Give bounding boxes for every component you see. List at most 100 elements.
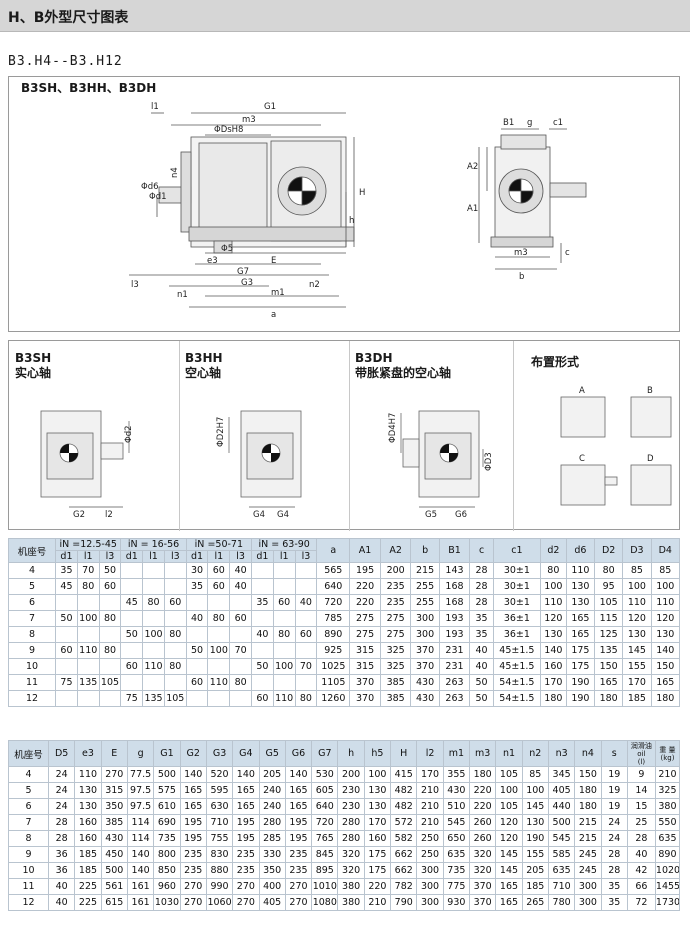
table-cell: 325 bbox=[379, 642, 412, 659]
table-cell: 40 bbox=[294, 594, 318, 611]
table-cell bbox=[55, 658, 78, 675]
table-cell: 482 bbox=[390, 782, 418, 799]
table-cell bbox=[98, 626, 122, 643]
table-cell: 635 bbox=[547, 862, 576, 879]
table-cell: 130 bbox=[74, 798, 102, 815]
table-cell: 24 bbox=[48, 782, 76, 799]
table-cell: 405 bbox=[258, 894, 286, 911]
table-cell: 28 bbox=[600, 862, 628, 879]
model-series: B3.H4--B3.H12 bbox=[8, 54, 123, 69]
table-cell: 640 bbox=[316, 578, 351, 595]
table-cell: 225 bbox=[74, 878, 102, 895]
header-line: oil bbox=[637, 749, 646, 758]
column-header: A2 bbox=[379, 538, 412, 563]
table-cell: 100 bbox=[142, 626, 165, 643]
table-cell: 640 bbox=[311, 798, 339, 815]
table-cell: 1730 bbox=[654, 894, 681, 911]
table-cell: 195 bbox=[179, 814, 207, 831]
column-header: s bbox=[600, 740, 628, 767]
table-cell: 635 bbox=[442, 846, 471, 863]
table-cell: 45±1.5 bbox=[492, 658, 541, 675]
table-cell: 114 bbox=[126, 814, 155, 831]
table-cell: 510 bbox=[442, 798, 471, 815]
front-side-drawing: l1 G1 m3 ΦDsH8 n4 Φd6 Φd1 H h Φ5 e3 E G7… bbox=[129, 102, 587, 320]
table-cell bbox=[142, 674, 165, 691]
table-cell bbox=[294, 610, 318, 627]
table-cell: 165 bbox=[565, 626, 596, 643]
table-cell: 50 bbox=[55, 610, 78, 627]
table-cell: 330 bbox=[258, 846, 286, 863]
table-cell: 545 bbox=[547, 830, 576, 847]
table-cell: 85 bbox=[521, 766, 549, 783]
table-cell: 845 bbox=[311, 846, 339, 863]
table-cell: 28 bbox=[469, 578, 494, 595]
table-cell: 370 bbox=[410, 658, 440, 675]
table-cell: 110 bbox=[76, 642, 100, 659]
variants-panel: B3SH 实心轴 B3HH 空心轴 B3DH 带胀紧盘的空心轴 布置形式 bbox=[8, 340, 680, 531]
table-cell: 190 bbox=[565, 690, 596, 707]
svg-text:l1: l1 bbox=[151, 102, 159, 112]
table-cell: 40 bbox=[469, 642, 494, 659]
table-cell: 235 bbox=[232, 862, 260, 879]
table-cell: 165 bbox=[495, 894, 523, 911]
svg-text:h: h bbox=[349, 216, 354, 226]
table-cell: 30±1 bbox=[492, 594, 541, 611]
table-cell: 275 bbox=[379, 626, 412, 643]
table-cell: 240 bbox=[258, 798, 286, 815]
table-cell: 200 bbox=[379, 562, 412, 579]
table-cell: 170 bbox=[363, 814, 392, 831]
table-cell: 70 bbox=[76, 562, 100, 579]
table-cell: 662 bbox=[390, 846, 418, 863]
table-cell bbox=[229, 658, 253, 675]
table-cell: 270 bbox=[232, 894, 260, 911]
table-cell: 4 bbox=[7, 766, 50, 783]
table-cell: 165 bbox=[284, 798, 313, 815]
table-cell: 100 bbox=[650, 578, 681, 595]
table-cell: 790 bbox=[390, 894, 418, 911]
table-cell: 235 bbox=[284, 862, 313, 879]
table-cell: 800 bbox=[153, 846, 181, 863]
table-cell: 45 bbox=[55, 578, 78, 595]
column-header: n4 bbox=[574, 740, 602, 767]
table-cell bbox=[142, 642, 165, 659]
table-cell: 180 bbox=[650, 690, 681, 707]
table-cell: 170 bbox=[416, 766, 444, 783]
table-cell: 70 bbox=[229, 642, 253, 659]
table-cell: 72 bbox=[626, 894, 656, 911]
table-cell: 710 bbox=[547, 878, 576, 895]
svg-text:c1: c1 bbox=[553, 118, 563, 128]
table-cell: 630 bbox=[205, 798, 234, 815]
table-cell: 85 bbox=[650, 562, 681, 579]
table-cell bbox=[185, 626, 209, 643]
table-cell: 130 bbox=[622, 626, 652, 643]
table-cell: 1020 bbox=[654, 862, 681, 879]
table-cell: 110 bbox=[622, 594, 652, 611]
dim-label: ΦD4H7 bbox=[388, 413, 398, 443]
table-cell: 150 bbox=[594, 658, 624, 675]
table-cell bbox=[76, 626, 100, 643]
table-cell: 35 bbox=[251, 594, 274, 611]
table-cell: 140 bbox=[126, 846, 155, 863]
table-cell bbox=[55, 626, 78, 643]
table-cell: 145 bbox=[622, 642, 652, 659]
variant-drawings: Φd2 G2 l2 ΦD2H7 G4 G4 ΦD4H7 ΦD3 G5 G6 A … bbox=[40, 386, 672, 520]
table-cell: 45±1.5 bbox=[492, 642, 541, 659]
table-cell: 42 bbox=[626, 862, 656, 879]
header-line: (l) bbox=[637, 757, 646, 766]
table-cell: 850 bbox=[153, 862, 181, 879]
table-cell: 245 bbox=[574, 862, 602, 879]
table-cell: 28 bbox=[48, 830, 76, 847]
table-cell: 40 bbox=[48, 894, 76, 911]
svg-text:H: H bbox=[359, 188, 365, 198]
divider bbox=[513, 341, 514, 531]
table-cell: 28 bbox=[48, 814, 76, 831]
table-cell: 40 bbox=[229, 562, 253, 579]
column-header: h bbox=[337, 740, 365, 767]
table-cell: 36±1 bbox=[492, 610, 541, 627]
svg-text:G3: G3 bbox=[241, 278, 253, 288]
